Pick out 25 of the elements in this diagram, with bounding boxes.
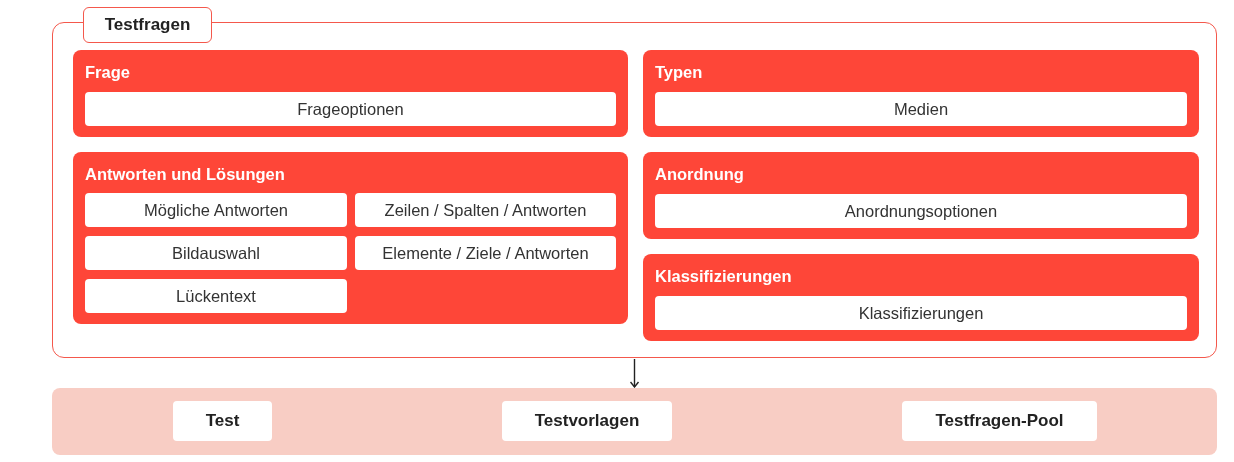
category-panel — [73, 50, 628, 137]
option-item: Zeilen / Spalten / Antworten — [355, 193, 616, 227]
target-item: Test — [173, 401, 272, 441]
category-panel — [73, 152, 628, 324]
option-item: Frageoptionen — [85, 92, 616, 126]
target-item: Testvorlagen — [502, 401, 672, 441]
panel-heading: Frage — [85, 62, 130, 82]
panel-heading: Antworten und Lösungen — [85, 164, 285, 184]
option-item: Medien — [655, 92, 1187, 126]
option-item: Anordnungsoptionen — [655, 194, 1187, 228]
group-title-tab: Testfragen — [83, 7, 212, 43]
option-item: Lückentext — [85, 279, 347, 313]
arrow — [629, 358, 640, 388]
category-panel — [643, 152, 1199, 239]
panel-heading: Typen — [655, 62, 703, 82]
panel-heading: Klassifizierungen — [655, 266, 792, 286]
output-band — [52, 388, 1217, 455]
option-item: Mögliche Antworten — [85, 193, 347, 227]
target-item: Testfragen-Pool — [902, 401, 1097, 441]
category-panel — [643, 50, 1199, 137]
panel-heading: Anordnung — [655, 164, 744, 184]
option-item: Bildauswahl — [85, 236, 347, 270]
category-panel — [643, 254, 1199, 341]
option-item: Elemente / Ziele / Antworten — [355, 236, 616, 270]
option-item: Klassifizierungen — [655, 296, 1187, 330]
